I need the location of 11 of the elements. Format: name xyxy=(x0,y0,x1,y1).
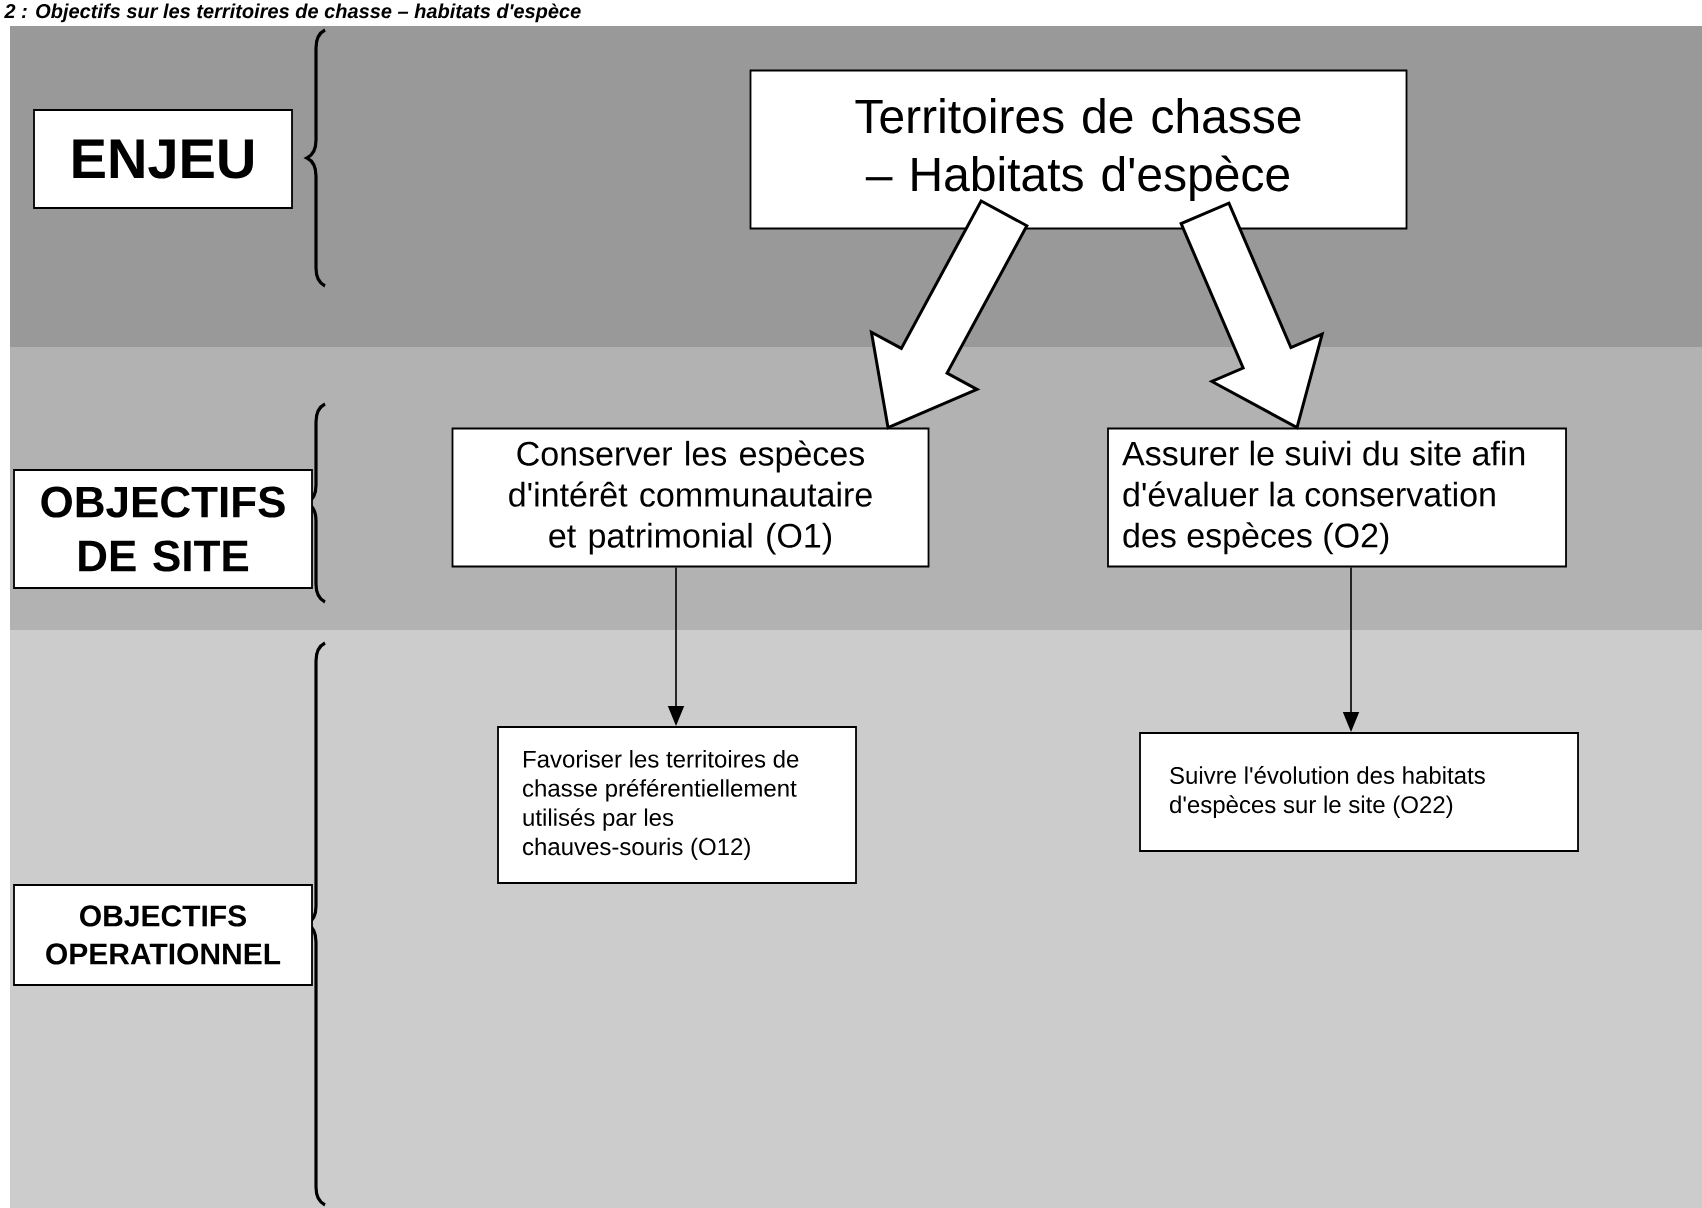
level-label: OBJECTIFS DE SITE xyxy=(13,469,313,589)
action-box: Favoriser les territoires de chasse préférentiellement utilisés par les chauves-souris (O12) xyxy=(497,726,857,884)
block-arrow xyxy=(1179,201,1325,430)
level-label: OBJECTIFS OPERATIONNEL xyxy=(13,884,313,986)
title: 2 : Objectifs sur les territoires de chasse – habitats d'espèce xyxy=(4,3,581,23)
level-label: ENJEU xyxy=(33,109,293,209)
block-arrow xyxy=(869,199,1029,430)
issue-box: Territoires de chasse – Habitats d'espèce xyxy=(749,69,1408,230)
objective-box: Conserver les espèces d'intérêt communautaire et patrimonial (O1) xyxy=(451,427,930,568)
objective-box: Assurer le suivi du site afin d'évaluer la conservation des espèces (O2) xyxy=(1107,427,1567,568)
action-box: Suivre l'évolution des habitats d'espèces sur le site (O22) xyxy=(1139,732,1579,852)
